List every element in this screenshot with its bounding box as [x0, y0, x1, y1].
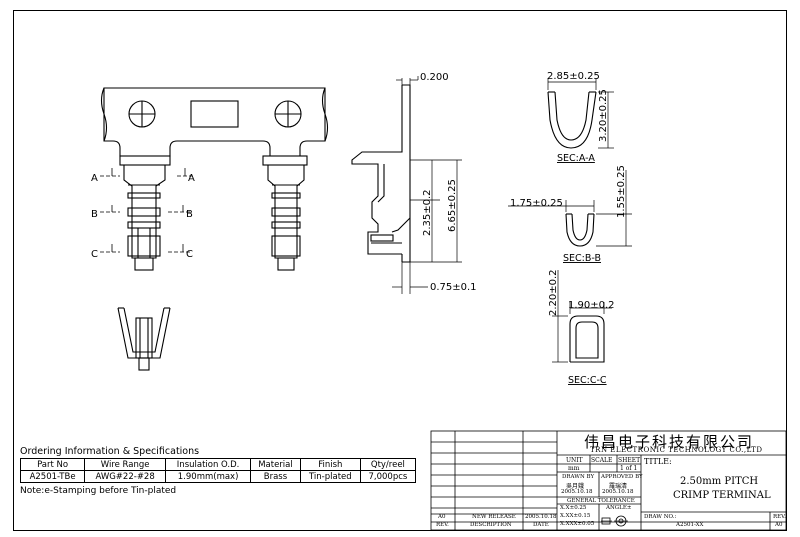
section-letter-b-right: B [186, 209, 193, 220]
spec-data-row: A2501-TBe AWG#22-#28 1.90mm(max) Brass T… [19, 470, 417, 483]
spec-heading: Ordering Information & Specifications [20, 446, 200, 457]
dim-sec-cc-width: 1.90±0.2 [568, 300, 615, 311]
revision-date: 2005.10.18 [525, 514, 557, 520]
drawing-no-label: DRAW NO.: [644, 514, 677, 520]
approved-by-name: 羅瑞清 [609, 483, 628, 490]
title-label: TITLE: [644, 457, 672, 466]
spec-note: Note:e-Stamping before Tin-plated [20, 486, 177, 496]
section-cc-dims [552, 270, 612, 363]
approved-by-label: APPROVED BY [601, 474, 643, 480]
side-view-dims [392, 76, 462, 294]
scale-label: SCALE [591, 457, 613, 464]
dim-sec-aa-width: 2.85±0.25 [547, 71, 600, 82]
section-letter-c-left: C [91, 249, 98, 260]
section-letter-a-right: A [188, 173, 195, 184]
angle-label: ANGLE± [606, 505, 632, 511]
spec-wire-range: AWG#22-#28 [84, 470, 167, 483]
drawing-title-line2: CRIMP TERMINAL [673, 490, 771, 501]
spec-col-material: Material [250, 458, 301, 471]
date-column-header: DATE [533, 522, 549, 528]
section-label-aa: SEC:A-A [557, 153, 595, 164]
front-view [117, 307, 171, 371]
dim-sec-bb-width: 1.75±0.25 [510, 198, 563, 209]
spec-table: Part No Wire Range Insulation O.D. Mater… [19, 458, 417, 483]
drawing-no: A2501-XX [676, 522, 704, 528]
section-aa-dims [547, 78, 614, 149]
spec-insulation: 1.90mm(max) [165, 470, 252, 483]
spec-col-qty: Qty/reel [359, 458, 417, 471]
top-view [100, 87, 329, 271]
spec-col-finish: Finish [299, 458, 361, 471]
description-column-header: DESCRIPTION [470, 522, 512, 528]
drawn-by-label: DRAWN BY [562, 474, 595, 480]
approved-date: 2005.10.18 [602, 489, 634, 495]
section-letter-b-left: B [91, 209, 98, 220]
drawn-date: 2005.10.18 [561, 489, 593, 495]
tolerance-3: X.XXX±0.05 [560, 521, 595, 527]
dim-sec-aa-height: 3.20±0.25 [598, 89, 609, 142]
dim-side-offset: 0.75±0.1 [430, 282, 477, 293]
section-markers [100, 168, 192, 253]
general-tolerance-label: GENERAL TOLERANCE [567, 498, 635, 504]
company-name-cn: 伟昌电子科技有限公司 [584, 433, 755, 451]
unit-label: UNIT [566, 457, 583, 464]
dim-sec-cc-height: 2.20±0.2 [548, 269, 559, 316]
side-view [351, 84, 411, 263]
section-bb-dims [508, 170, 632, 247]
dim-sec-bb-height: 1.55±0.25 [616, 165, 627, 218]
spec-col-wire-range: Wire Range [84, 458, 167, 471]
spec-col-insulation: Insulation O.D. [165, 458, 252, 471]
company-name-en: TRN ELECTRONIC TECHNOLOGY CO.,LTD [590, 446, 763, 454]
dim-thickness: 0.200 [420, 72, 449, 83]
sheet-value: 1 of 1 [620, 465, 638, 472]
section-cc [569, 315, 605, 363]
tolerance-1: X.X±0.25 [560, 505, 587, 511]
spec-material: Brass [250, 470, 301, 483]
unit-value: mm [568, 465, 580, 472]
rev-label: REV. [773, 514, 786, 520]
revision-code: A0 [438, 514, 446, 520]
section-label-cc: SEC:C-C [568, 375, 607, 386]
drawing-border [13, 10, 787, 531]
dim-side-height-large: 6.65±0.25 [447, 179, 458, 232]
section-label-bb: SEC:B-B [563, 253, 601, 264]
spec-part-no: A2501-TBe [19, 470, 86, 483]
drawing-title-line1: 2.50mm PITCH [680, 476, 759, 487]
section-bb [565, 213, 595, 247]
section-aa [547, 91, 597, 149]
drawn-by-name: 吳月娥 [566, 483, 585, 490]
section-letter-c-right: C [186, 249, 193, 260]
spec-finish: Tin-plated [299, 470, 361, 483]
rev-value: A0 [775, 522, 783, 528]
revision-description: NEW RELEASE [472, 514, 516, 520]
sheet-label: SHEET [618, 457, 641, 464]
section-letter-a-left: A [91, 173, 98, 184]
rev-column-header: REV. [436, 522, 449, 528]
spec-qty: 7,000pcs [359, 470, 417, 483]
title-block-grid [430, 430, 787, 531]
projection-symbol-icon [601, 515, 628, 527]
tolerance-2: X.XX±0.15 [560, 513, 591, 519]
ordering-spec: Ordering Information & Specifications Pa… [19, 446, 417, 496]
spec-col-part-no: Part No [19, 458, 86, 471]
spec-header-row: Part No Wire Range Insulation O.D. Mater… [19, 458, 417, 471]
dim-side-height-small: 2.35±0.2 [422, 189, 433, 236]
